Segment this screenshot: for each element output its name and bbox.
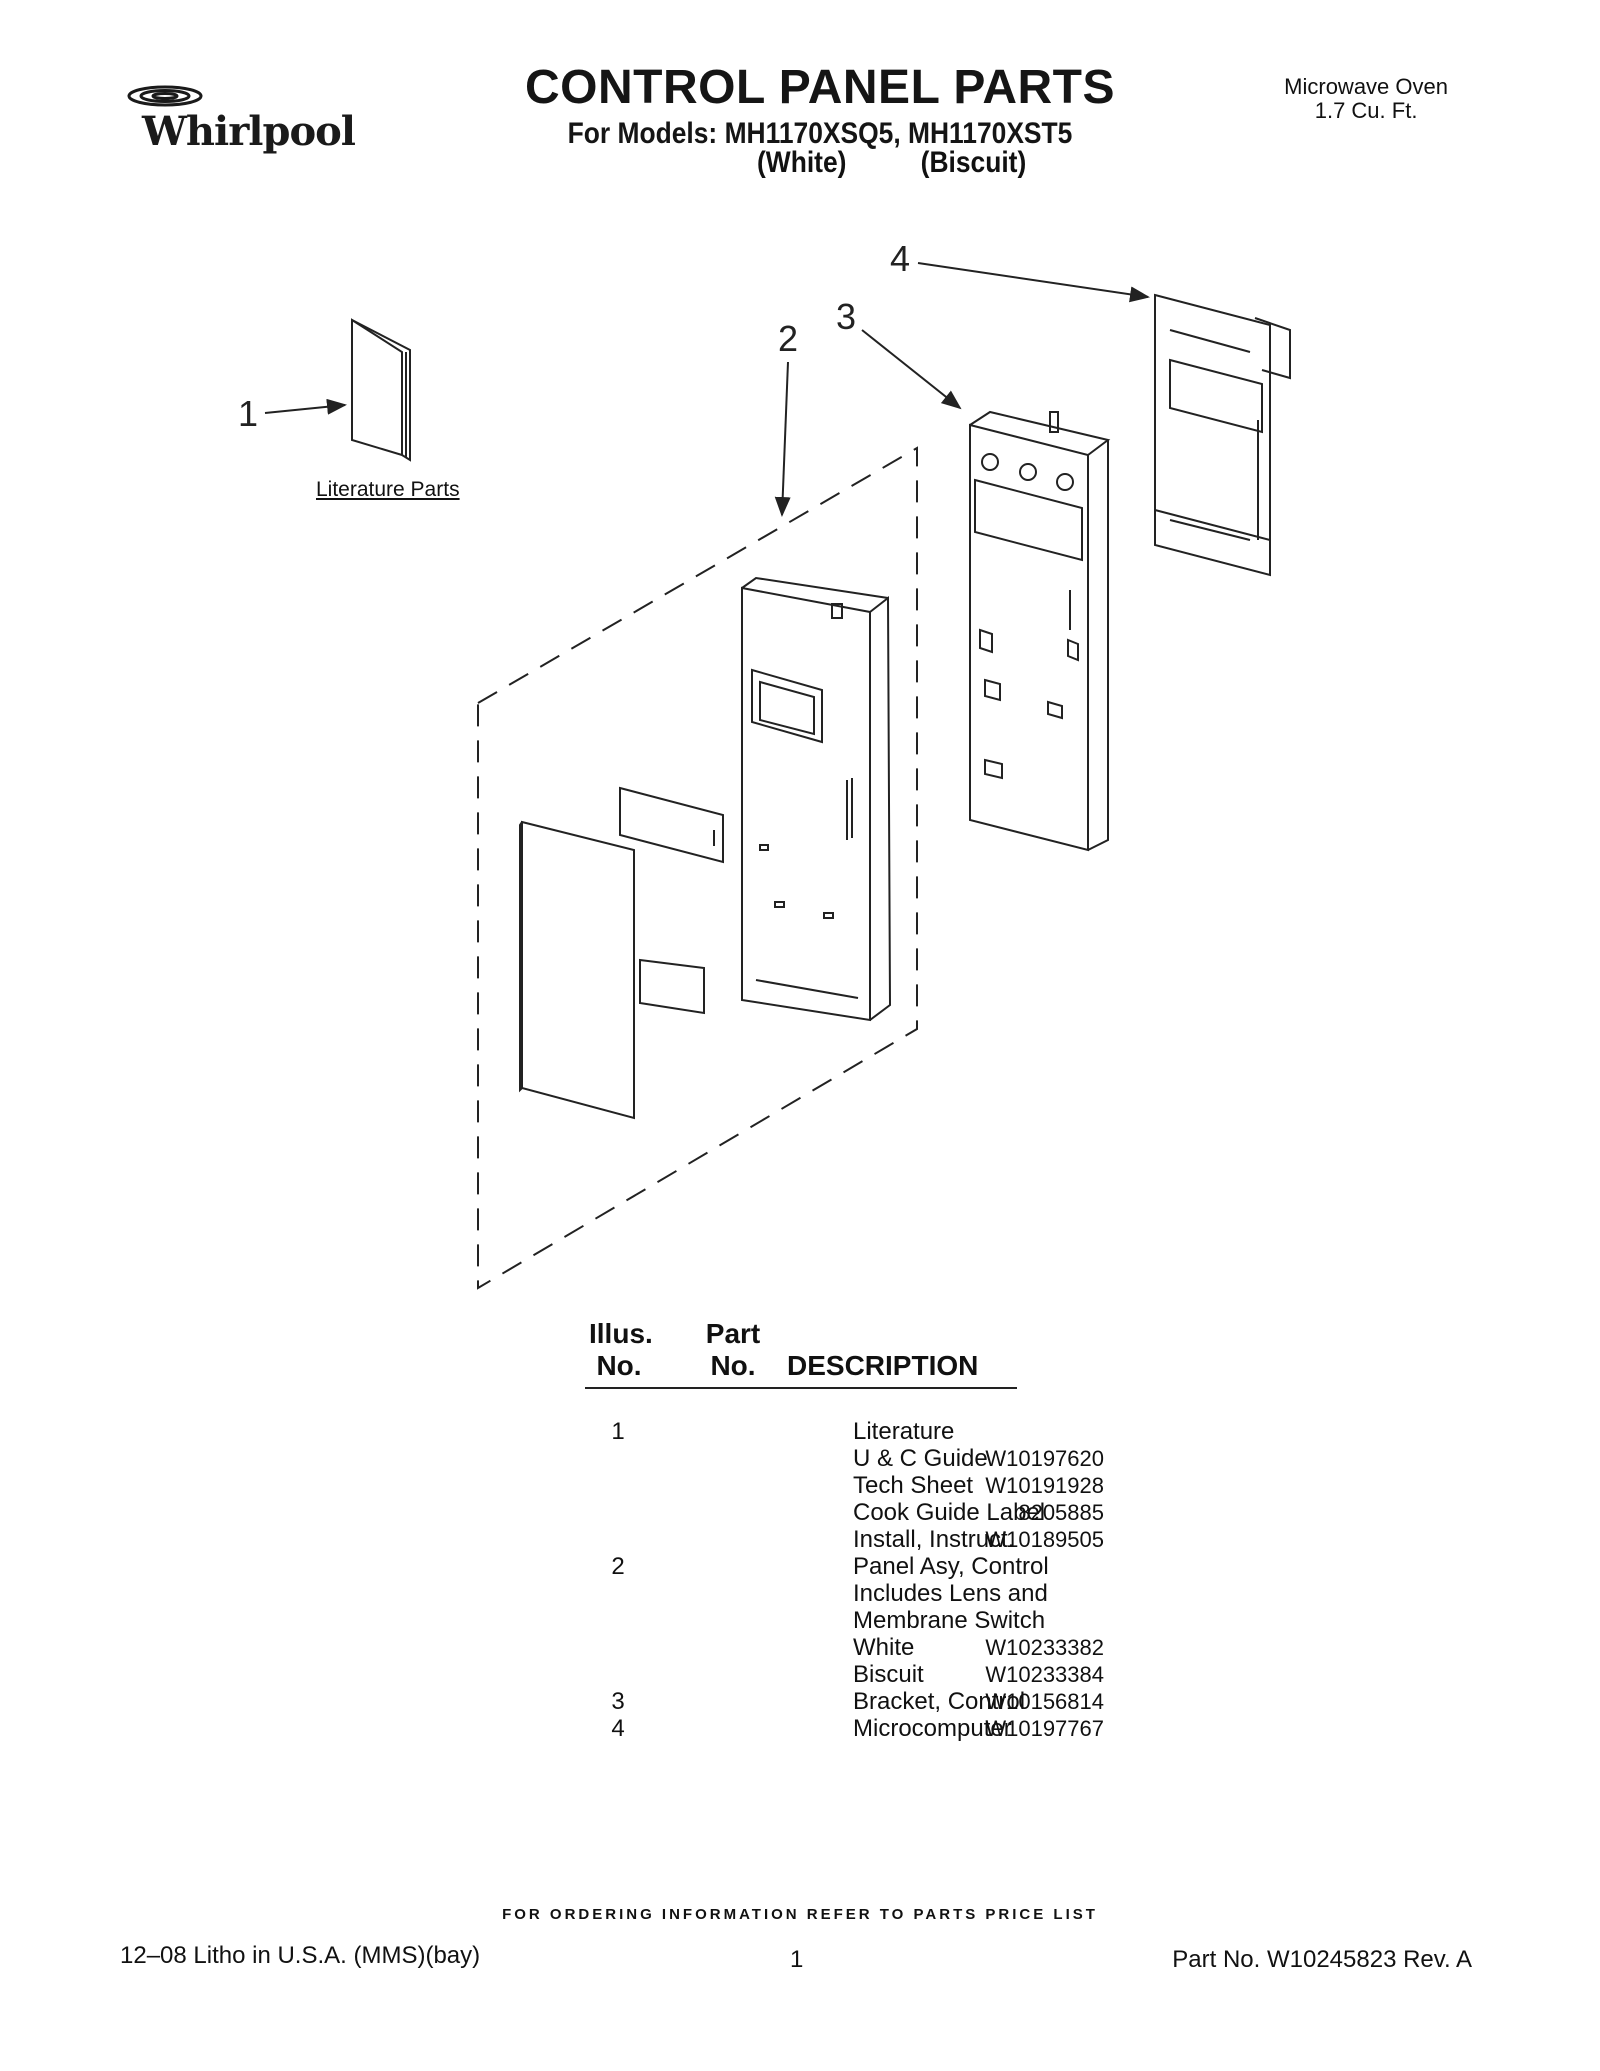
mounting-outline — [477, 446, 918, 1290]
part-description: Tech Sheet — [853, 1472, 974, 1499]
callout-3: 3 — [836, 296, 856, 337]
illus-no: 4 — [611, 1715, 625, 1742]
part-no: W10156814 — [985, 1689, 1104, 1714]
product-name: Microwave Oven — [1284, 74, 1448, 99]
part-description: Cook Guide Label — [853, 1499, 1046, 1526]
part-description: Literature — [853, 1418, 955, 1445]
part-no: W10233384 — [985, 1662, 1104, 1687]
table-row: W10233382 White — [585, 1634, 1104, 1661]
table-row: Membrane Switch — [585, 1607, 1045, 1634]
parts-table-header: Illus. No. Part No. DESCRIPTION — [585, 1318, 1017, 1382]
microcomputer-drawing — [1154, 293, 1291, 577]
header-divider — [585, 1387, 1017, 1389]
page-number: 1 — [790, 1946, 804, 1973]
product-capacity: 1.7 Cu. Ft. — [1314, 98, 1418, 123]
variant-biscuit: (Biscuit) — [920, 146, 1027, 179]
print-info: 12–08 Litho in U.S.A. (MMS)(bay) — [120, 1942, 481, 1969]
page-title: CONTROL PANEL PARTS — [525, 61, 1115, 114]
table-row: 1 Literature — [585, 1418, 1025, 1445]
bracket-control-drawing — [969, 410, 1111, 852]
part-description: Biscuit — [853, 1661, 924, 1688]
table-row: W10233384 Biscuit — [585, 1661, 1104, 1688]
part-description: U & C Guide — [853, 1445, 988, 1472]
header-part-line1: Part — [705, 1318, 761, 1349]
header-illus-line1: Illus. — [589, 1318, 653, 1349]
part-no: 8205885 — [1018, 1500, 1104, 1525]
literature-parts-label: Literature Parts — [316, 478, 460, 501]
part-description: White — [853, 1634, 915, 1661]
part-no: W10191928 — [985, 1473, 1104, 1498]
part-no: W10233382 — [985, 1635, 1104, 1660]
model-list: For Models: MH1170XSQ5, MH1170XST5 — [567, 117, 1073, 150]
header-description: DESCRIPTION — [787, 1350, 979, 1381]
brand-logo: Whirlpool — [142, 108, 356, 155]
document-part-number: Part No. W10245823 Rev. A — [1172, 1946, 1472, 1973]
leader-2 — [774, 361, 791, 517]
header-illus-line2: No. — [596, 1350, 642, 1381]
leader-4 — [917, 262, 1150, 303]
table-row: W10191928 Tech Sheet — [585, 1472, 1104, 1499]
part-no: W10189505 — [985, 1527, 1104, 1552]
lens-drawing — [521, 820, 635, 1120]
part-description: Microcomputer — [853, 1715, 1012, 1742]
part-description: Bracket, Control — [853, 1688, 1026, 1715]
control-panel-drawing — [741, 576, 892, 1022]
illus-no: 1 — [611, 1418, 625, 1445]
model-variants: (White) (Biscuit) — [757, 146, 1093, 180]
illus-no: 2 — [611, 1553, 625, 1580]
ordering-note: FOR ORDERING INFORMATION REFER TO PARTS … — [502, 1906, 1098, 1923]
part-description: Panel Asy, Control — [853, 1553, 1049, 1580]
table-row: 2 Panel Asy, Control — [585, 1553, 1048, 1580]
literature-booklet-drawing — [351, 318, 411, 462]
callout-2: 2 — [778, 318, 798, 359]
variant-white: (White) — [757, 146, 847, 179]
leader-1 — [264, 398, 347, 415]
callout-1: 1 — [238, 393, 258, 434]
product-type: Microwave Oven 1.7 Cu. Ft. — [1284, 75, 1448, 123]
part-no: W10197620 — [985, 1446, 1104, 1471]
table-row: Includes Lens and — [585, 1580, 1048, 1607]
illus-no: 3 — [611, 1688, 625, 1715]
callout-4: 4 — [890, 238, 910, 279]
leader-3 — [861, 329, 962, 410]
part-description: Includes Lens and — [853, 1580, 1048, 1607]
part-description: Membrane Switch — [853, 1607, 1046, 1634]
part-no: W10197767 — [985, 1716, 1104, 1741]
header-part-line2: No. — [710, 1350, 756, 1381]
cover-plate-drawing — [619, 786, 724, 864]
membrane-switch-drawing — [639, 958, 705, 1015]
part-description: Install, Instruct. — [853, 1526, 1015, 1553]
